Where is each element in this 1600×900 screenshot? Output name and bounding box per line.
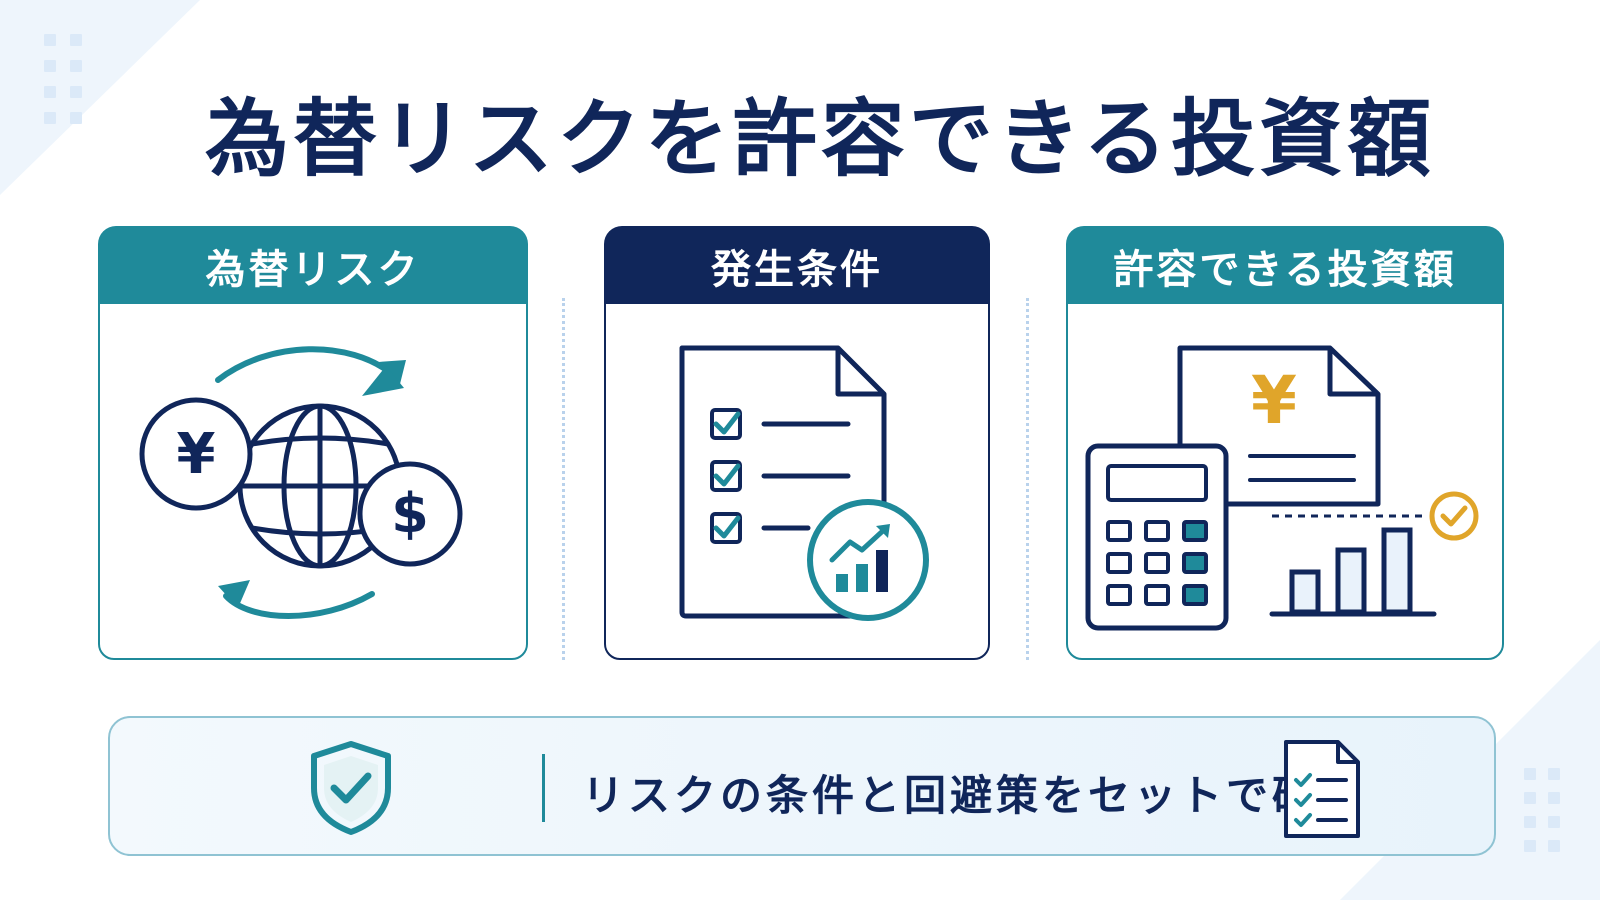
page-title: 為替リスクを許容できる投資額 [204, 90, 1436, 188]
yen-symbol: ¥ [1251, 362, 1297, 439]
column-heading: 許容できる投資額 [1066, 226, 1504, 306]
currency-exchange-icon [139, 346, 463, 619]
background-corner-shape [0, 0, 200, 195]
checklist-document-icon [679, 345, 929, 621]
column-body: ¥ [1066, 302, 1504, 660]
column-heading: 為替リスク [98, 226, 528, 306]
decorative-dot-grid [44, 34, 82, 124]
banner-divider [542, 754, 545, 822]
decorative-dot-grid [1524, 768, 1560, 852]
column-divider [1026, 298, 1029, 660]
summary-banner: リスクの条件と回避策をセットで確認 [108, 716, 1496, 856]
column-body [604, 302, 990, 660]
dollar-symbol: $ [391, 482, 429, 545]
column-divider [562, 298, 565, 660]
checklist-icon [1284, 740, 1360, 838]
column-body: ¥ $ [98, 302, 528, 660]
shield-check-icon [311, 741, 391, 835]
banner-text: リスクの条件と回避策をセットで確認 [582, 771, 1365, 820]
column-heading: 発生条件 [604, 226, 990, 306]
calculator-budget-icon [1085, 345, 1479, 631]
yen-symbol: ¥ [176, 422, 216, 487]
